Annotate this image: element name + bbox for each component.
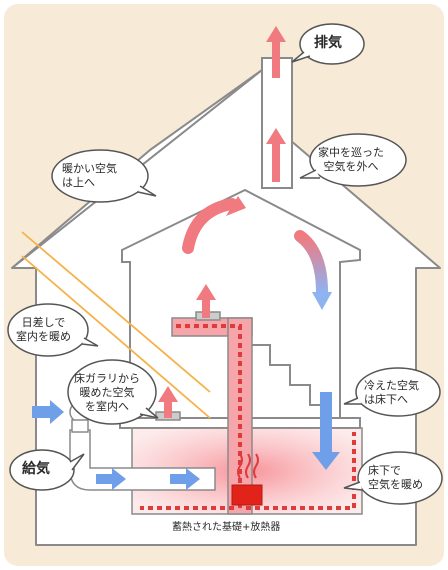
- inner-ceiling: [121, 188, 361, 421]
- label-underfloor-line2: 空気を暖め: [368, 477, 423, 491]
- cool-air-arc: [294, 230, 328, 298]
- label-sun: 日差しで 室内を暖め: [16, 316, 71, 344]
- label-floor-grille-line1: 床ガラリから: [74, 372, 140, 385]
- label-exhaust-out-line1: 家中を巡った: [318, 146, 384, 159]
- bubble-sun: [7, 303, 99, 357]
- label-underfloor-line1: 床下で: [368, 464, 401, 477]
- bubble-underfloor: [343, 451, 443, 505]
- label-underfloor: 床下で 空気を暖め: [368, 464, 423, 492]
- label-warm-up-line1: 暖かい空気: [62, 162, 117, 175]
- label-sun-line1: 日差しで: [21, 316, 66, 329]
- label-warm-up-line2: は上へ: [62, 175, 95, 189]
- bubble-warm-up: [51, 149, 157, 203]
- label-floor-grille: 床ガラリから 暖めた空気 を室内へ: [74, 372, 140, 413]
- warm-up-arrows: [158, 284, 216, 418]
- bubble-floor-grille: [67, 359, 159, 425]
- bubble-cold-down: [343, 367, 441, 417]
- label-exhaust-out-line2: 空気を外へ: [323, 159, 379, 173]
- label-floor-grille-line2: 暖めた空気: [79, 385, 135, 399]
- bubble-exhaust-out: [299, 133, 407, 187]
- label-exhaust-out: 家中を巡った 空気を外へ: [318, 146, 384, 174]
- bubble-supply: [9, 449, 85, 491]
- label-floor-grille-line3: を室内へ: [85, 399, 129, 413]
- supply-arrows: [32, 400, 200, 490]
- warm-air-arc: [182, 198, 238, 254]
- label-warm-up: 暖かい空気 は上へ: [62, 162, 117, 190]
- label-exhaust: 排気: [314, 35, 342, 51]
- label-sun-line2: 室内を暖め: [16, 329, 71, 343]
- exhaust-arrows: [266, 26, 286, 182]
- sun-rays: [21, 231, 211, 419]
- radiator: [231, 484, 263, 506]
- label-cold-down-line1: 冷えた空気: [364, 379, 419, 392]
- label-cold-down-line2: は床下へ: [364, 392, 408, 406]
- label-cold-down: 冷えた空気 は床下へ: [364, 379, 419, 407]
- label-supply: 給気: [22, 461, 50, 477]
- label-foundation: 蓄熱された基礎+放熱器: [172, 522, 281, 533]
- bubble-exhaust: [291, 23, 365, 65]
- cool-down-arrow: [312, 392, 340, 470]
